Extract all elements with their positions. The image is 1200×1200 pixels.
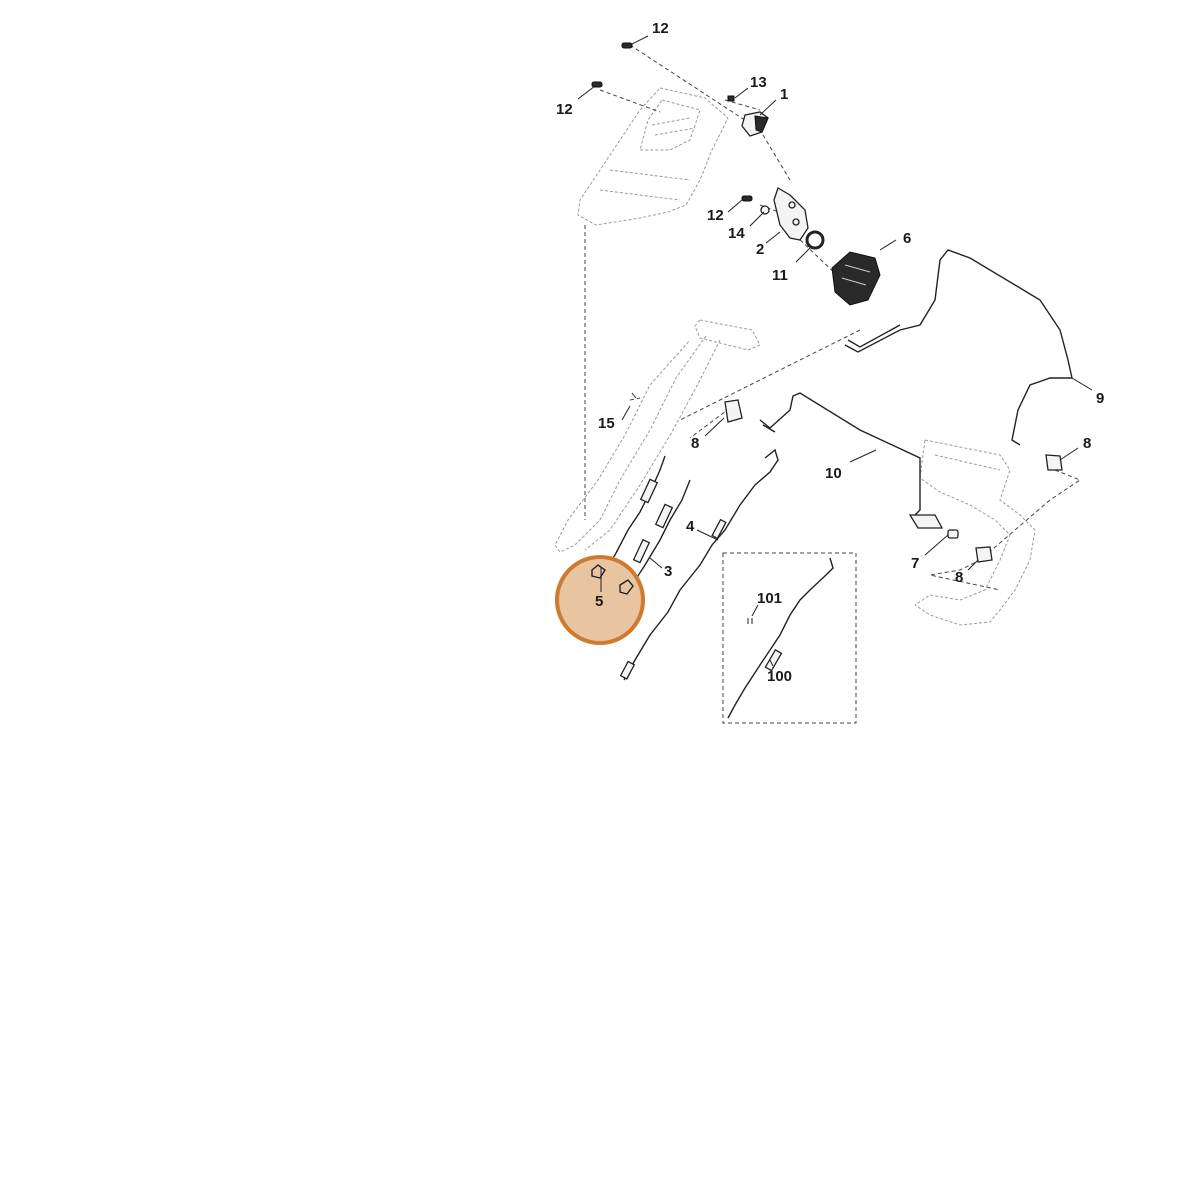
callout-9: 9 bbox=[1096, 390, 1104, 407]
callout-labels: 12 12 13 1 12 14 2 11 6 9 15 8 10 8 4 3 … bbox=[556, 20, 1104, 685]
washer-14 bbox=[760, 205, 770, 215]
callout-5: 5 bbox=[595, 593, 603, 610]
callout-101: 101 bbox=[757, 590, 782, 607]
ring-11 bbox=[805, 230, 825, 250]
handle-bar-outline bbox=[554, 319, 761, 553]
handle-cover-outline bbox=[577, 87, 729, 226]
callout-1: 1 bbox=[780, 86, 788, 103]
callout-100: 100 bbox=[767, 668, 792, 685]
pin-13 bbox=[727, 95, 735, 102]
callout-13: 13 bbox=[750, 74, 767, 91]
cable-group bbox=[604, 448, 779, 681]
screw-12-top bbox=[621, 42, 633, 49]
lower-wire-10 bbox=[759, 392, 944, 529]
callout-6: 6 bbox=[903, 230, 911, 247]
callout-8-bottom: 8 bbox=[955, 569, 963, 586]
handle-wire-9 bbox=[844, 249, 1073, 446]
pad-8-bottom bbox=[975, 546, 993, 563]
screw-12-left bbox=[591, 81, 603, 88]
part-5-highlight bbox=[555, 555, 645, 645]
callout-8-left: 8 bbox=[691, 435, 699, 452]
callout-2: 2 bbox=[756, 241, 764, 258]
pin-15 bbox=[631, 392, 637, 399]
callout-4: 4 bbox=[686, 518, 695, 535]
callout-11: 11 bbox=[772, 267, 788, 284]
lever-housing-6 bbox=[831, 251, 881, 306]
callout-12-mid: 12 bbox=[707, 207, 724, 224]
frame-outline bbox=[914, 439, 1036, 626]
detail-box bbox=[722, 552, 857, 724]
callout-15: 15 bbox=[598, 415, 615, 432]
knob-1 bbox=[741, 111, 769, 137]
screw-12-mid bbox=[741, 195, 753, 202]
callout-10: 10 bbox=[825, 465, 842, 482]
callout-8-right: 8 bbox=[1083, 435, 1091, 452]
callout-14: 14 bbox=[728, 225, 745, 242]
leader-lines bbox=[577, 35, 1093, 667]
bracket-2 bbox=[773, 187, 809, 241]
callout-3: 3 bbox=[664, 563, 672, 580]
assembly-lines bbox=[584, 44, 1082, 591]
callout-12-top: 12 bbox=[652, 20, 669, 37]
pad-8-left bbox=[724, 399, 743, 423]
bushing-7 bbox=[947, 529, 959, 539]
callout-12-left: 12 bbox=[556, 101, 573, 118]
pad-8-right bbox=[1045, 454, 1063, 471]
callout-7: 7 bbox=[911, 555, 919, 572]
